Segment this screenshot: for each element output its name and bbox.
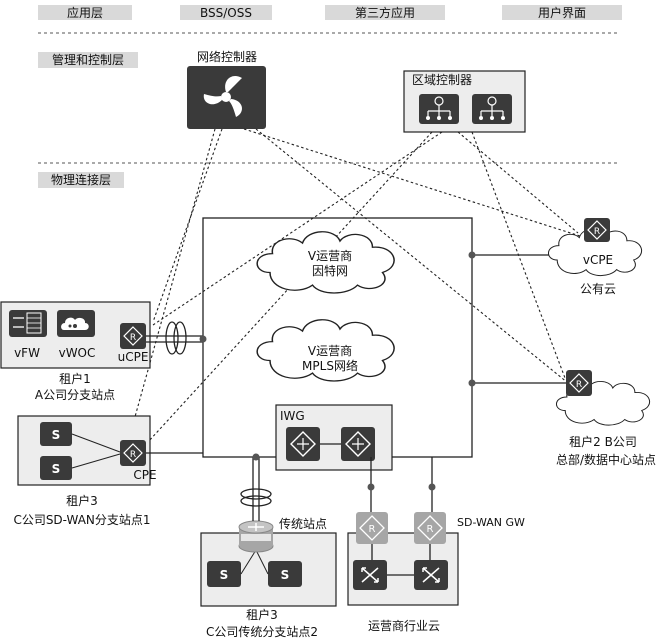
- site-a: vFW vWOC R uCPE 租户1 A公司分支站点: [0, 301, 151, 402]
- header-box-ui: [502, 5, 622, 20]
- site-b: R 租户2 B公司 总部/数据中心站点: [468, 370, 656, 467]
- header-box-app: [38, 5, 132, 20]
- header-app-layer: 应用层: [67, 5, 103, 20]
- port-dot: [468, 379, 476, 387]
- control-line: [152, 128, 223, 323]
- site-c2-links: [240, 453, 272, 521]
- vfw-label: vFW: [14, 346, 40, 360]
- top-bar: 应用层 BSS/OSS 第三方应用 用户界面: [38, 5, 622, 20]
- cross-arrow-switch-icon: [414, 560, 448, 590]
- header-box-bss: [180, 5, 272, 20]
- sdwan-switch-icon: S: [40, 456, 72, 480]
- regional-controller-label: 区域控制器: [412, 73, 472, 87]
- fan-icon: [187, 66, 266, 129]
- router-icon: R: [120, 440, 146, 466]
- site-a-links: [146, 321, 207, 355]
- mpls-cloud-line2: MPLS网络: [302, 358, 358, 373]
- router-letter: R: [130, 333, 136, 343]
- layer-box-management: [38, 52, 138, 68]
- site-c2-title-line2: C公司传统分支站点2: [206, 624, 318, 639]
- port-dot: [428, 483, 436, 491]
- firewall-icon: [9, 310, 47, 337]
- network-controller-label: 网络控制器: [197, 49, 257, 64]
- router-letter: R: [594, 227, 600, 237]
- sdwan-switch-icon: S: [268, 561, 302, 587]
- tunnel-ellipse: [240, 495, 272, 507]
- router-icon: R: [566, 370, 592, 396]
- mpls-cloud: V运营商 MPLS网络: [256, 319, 395, 382]
- layer-physical-label: 物理连接层: [51, 172, 111, 187]
- industry-cloud-title: 运营商行业云: [368, 618, 440, 633]
- switch-letter: S: [52, 462, 61, 476]
- switch-letter: S: [220, 568, 229, 582]
- tree-router-icon: [472, 94, 512, 124]
- mpls-cloud-line1: V运营商: [308, 343, 352, 358]
- sdwan-gw-label: SD-WAN GW: [457, 516, 525, 529]
- router-letter: R: [427, 524, 434, 535]
- gateway-router-icon: R: [356, 512, 388, 544]
- header-bss-oss: BSS/OSS: [200, 6, 252, 20]
- header-user-interface: 用户界面: [538, 5, 586, 20]
- site-a-title-line2: A公司分支站点: [35, 388, 115, 402]
- site-a-title-line1: 租户1: [59, 371, 91, 386]
- internet-cloud-line2: 因特网: [312, 263, 348, 278]
- control-line: [243, 128, 581, 237]
- public-cloud: R vCPE 公有云: [468, 218, 643, 296]
- layer-box-physical: [38, 172, 124, 188]
- iwg: IWG: [275, 404, 393, 471]
- layer-management-label: 管理和控制层: [52, 52, 124, 67]
- port-dot: [468, 251, 476, 259]
- public-cloud-title: 公有云: [580, 282, 616, 296]
- control-line: [457, 131, 579, 234]
- site-c1-title-line2: C公司SD-WAN分支站点1: [13, 513, 150, 527]
- site-c1-title-line1: 租户3: [66, 493, 98, 508]
- wan-optimizer-icon: [57, 310, 95, 337]
- port-dot: [252, 453, 260, 461]
- site-c2-title-line1: 租户3: [246, 607, 278, 622]
- vwoc-label: vWOC: [59, 346, 96, 360]
- switch-letter: S: [52, 428, 61, 442]
- header-third-party: 第三方应用: [355, 5, 415, 20]
- tunnel-ellipse: [173, 321, 187, 355]
- tunnel-ellipse: [165, 321, 179, 355]
- site-b-title-line1: 租户2 B公司: [569, 434, 637, 449]
- header-box-third: [325, 5, 445, 20]
- router-letter: R: [130, 450, 136, 460]
- site-c1: S S R CPE 租户3 C公司SD-WAN分支站点1: [13, 415, 157, 527]
- port-dot: [367, 483, 375, 491]
- iwg-label: IWG: [280, 409, 305, 423]
- control-line: [255, 128, 569, 384]
- tree-router-icon: [419, 94, 459, 124]
- port-dot: [199, 335, 207, 343]
- control-line: [152, 131, 443, 326]
- router-icon: R: [120, 323, 146, 349]
- sdwan-switch-icon: S: [40, 422, 72, 446]
- site-b-title-line2: 总部/数据中心站点: [556, 452, 656, 467]
- tunnel-ellipse: [240, 488, 272, 500]
- cross-arrow-switch-icon: [353, 560, 387, 590]
- ucpe-label: uCPE: [118, 350, 149, 364]
- regional-controller: 区域控制器: [403, 70, 526, 133]
- router-icon: R: [584, 218, 610, 242]
- internet-cloud-line1: V运营商: [308, 248, 352, 263]
- router-letter: R: [369, 524, 376, 535]
- traditional-site-label: 传统站点: [279, 516, 327, 531]
- industry-cloud: R R SD-WAN GW 运营商行业云: [347, 457, 525, 633]
- router-letter: R: [576, 380, 582, 390]
- internet-cloud: V运营商 因特网: [256, 231, 395, 294]
- traditional-router-icon: [238, 520, 274, 553]
- control-line: [127, 128, 216, 443]
- switch-letter: S: [281, 568, 290, 582]
- gateway-router-icon: R: [414, 512, 446, 544]
- cpe-label: CPE: [133, 468, 156, 482]
- sdwan-switch-icon: S: [207, 561, 241, 587]
- vcpe-label: vCPE: [583, 253, 613, 267]
